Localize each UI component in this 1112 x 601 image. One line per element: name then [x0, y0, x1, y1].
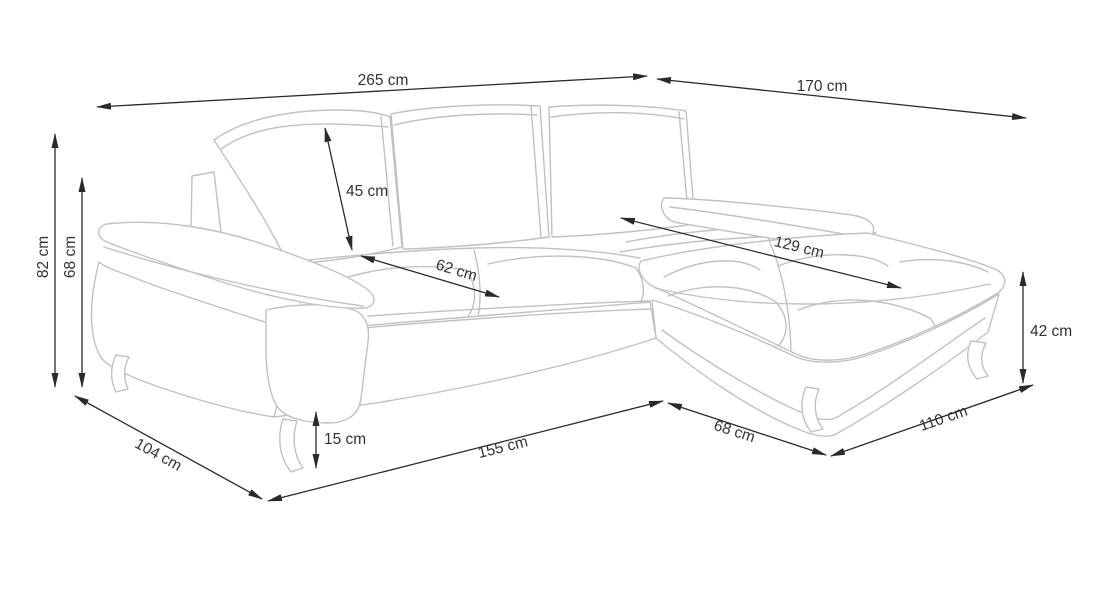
dimension-side-depth: 104 cm — [74, 395, 263, 500]
sofa-illustration — [90, 104, 1006, 473]
dim-label-seat-depth: 62 cm — [434, 256, 479, 285]
dim-label-total-height: 82 cm — [35, 236, 52, 278]
back-left-leg — [110, 354, 130, 393]
left-armrest-front — [265, 304, 370, 424]
dim-label-total-width: 265 cm — [358, 72, 409, 89]
dim-label-chaise-total-depth: 170 cm — [797, 78, 848, 95]
left-armrest-pad — [98, 221, 375, 309]
dim-label-leg-height: 15 cm — [324, 431, 366, 448]
dim-label-chaise-seat-height: 42 cm — [1030, 323, 1072, 340]
front-left-leg — [279, 418, 304, 473]
dimension-backrest-height: 68 cm — [62, 177, 86, 388]
dim-label-back-cushion-height: 45 cm — [346, 183, 388, 200]
chaise-right-leg — [966, 340, 989, 380]
back-cushions — [213, 104, 696, 265]
dimension-seat-depth: 62 cm — [360, 255, 500, 298]
dim-label-chaise-front-width: 68 cm — [712, 417, 757, 446]
dimension-total-height: 82 cm — [35, 133, 59, 388]
dimension-chaise-total-depth: 170 cm — [656, 76, 1027, 121]
dimension-total-width: 265 cm — [96, 72, 648, 110]
dim-label-backrest-height: 68 cm — [62, 236, 79, 278]
dimension-back-cushion-height: 45 cm — [324, 127, 388, 251]
dimension-chaise-seat-height: 42 cm — [1019, 271, 1072, 384]
dim-label-chaise-side-depth: 110 cm — [917, 403, 970, 435]
dim-label-front-width: 155 cm — [476, 433, 529, 462]
